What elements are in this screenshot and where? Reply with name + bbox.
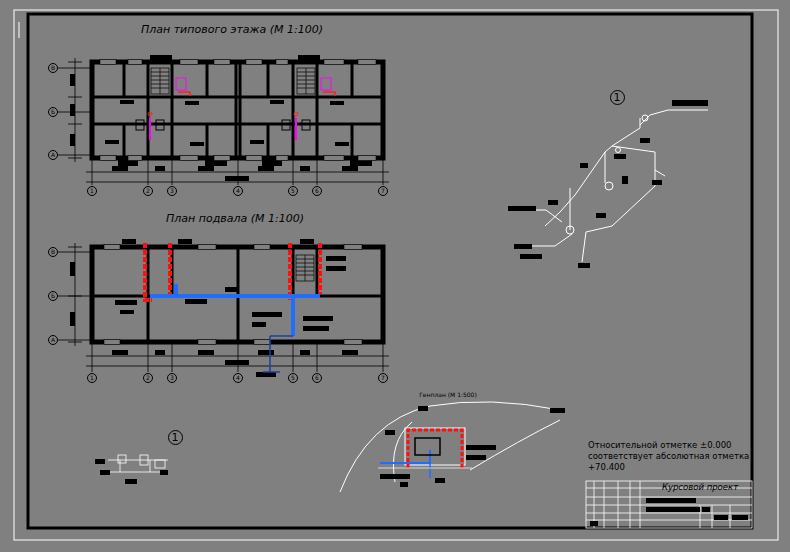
floor-plan [58, 55, 389, 185]
axis-marker: А [48, 150, 58, 160]
axis-marker: В [48, 247, 58, 257]
axis-label: 6 [315, 375, 319, 381]
axis-marker: 2 [143, 373, 153, 383]
axis-label: 3 [170, 375, 174, 381]
elevation-note: соответствует абсолютная отметка [588, 452, 749, 461]
outer-frame [14, 10, 778, 540]
title-block-text: Курсовой проект [662, 483, 738, 492]
axis-label: В [51, 249, 55, 255]
axis-marker: Б [48, 107, 58, 117]
axis-label: 5 [291, 188, 295, 194]
axis-marker: 6 [312, 186, 322, 196]
axis-label: 4 [236, 375, 240, 381]
axis-label: 2 [146, 375, 150, 381]
axis-marker: 4 [233, 186, 243, 196]
axis-marker: 6 [312, 373, 322, 383]
detail-node [95, 455, 168, 484]
view-title: Генплан (М 1:500) [419, 392, 477, 399]
view-title: План типового этажа (М 1:100) [141, 24, 323, 36]
axis-label: 1 [172, 432, 179, 443]
axis-marker: 1 [87, 186, 97, 196]
axis-marker: 5 [288, 186, 298, 196]
axis-label: 1 [90, 375, 94, 381]
axis-label: 4 [236, 188, 240, 194]
basement-plan [58, 239, 389, 377]
frame-mark [19, 22, 20, 38]
axis-label: А [51, 337, 55, 343]
axis-marker: А [48, 335, 58, 345]
axis-label: 2 [146, 188, 150, 194]
axis-marker: 4 [233, 373, 243, 383]
elevation-note: +70.400 [588, 463, 625, 472]
axis-marker: В [48, 63, 58, 73]
axis-marker: 3 [167, 373, 177, 383]
site-plan [340, 402, 565, 492]
axis-marker: 1 [168, 430, 183, 445]
axis-marker: 1 [87, 373, 97, 383]
axis-label: А [51, 152, 55, 158]
axis-label: 5 [291, 375, 295, 381]
elevation-note: Относительной отметке ±0.000 [588, 441, 731, 450]
axis-marker: 7 [378, 373, 388, 383]
axis-label: В [51, 65, 55, 71]
axis-marker: 5 [288, 373, 298, 383]
view-title: План подвала (М 1:100) [166, 213, 304, 225]
axis-marker: 2 [143, 186, 153, 196]
axis-marker: Б [48, 291, 58, 301]
axis-label: 1 [90, 188, 94, 194]
axis-label: 1 [614, 92, 621, 103]
axis-marker: 1 [610, 90, 625, 105]
axis-label: 6 [315, 188, 319, 194]
title-block [586, 481, 752, 528]
inner-frame [28, 14, 752, 528]
water-supply-scheme [508, 100, 708, 268]
axis-marker: 3 [167, 186, 177, 196]
axis-label: Б [51, 293, 55, 299]
axis-label: 3 [170, 188, 174, 194]
axis-marker: 7 [378, 186, 388, 196]
axis-label: 7 [381, 188, 385, 194]
axis-label: Б [51, 109, 55, 115]
axis-label: 7 [381, 375, 385, 381]
